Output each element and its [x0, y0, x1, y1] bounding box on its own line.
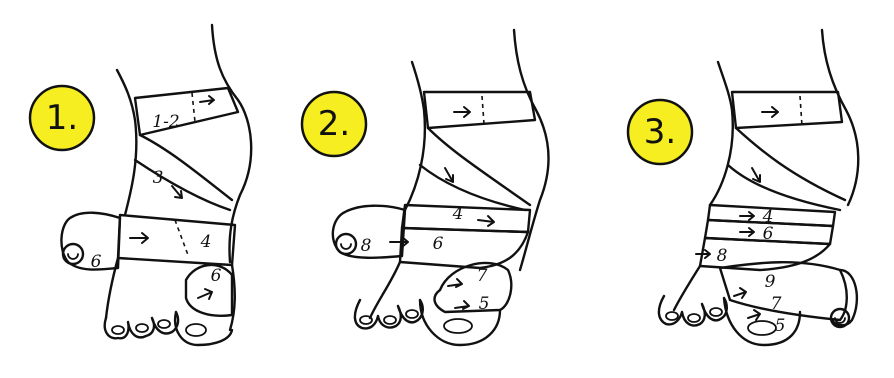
panel-3-label-6: 6	[763, 224, 774, 244]
panel-1-band-3	[135, 135, 232, 210]
panel-1-label-6-roll: 6	[91, 252, 102, 272]
panel-1-label-1-2: 1-2	[152, 112, 179, 132]
panel-2-band-top	[424, 92, 535, 128]
panel-2-label-5: 5	[479, 294, 490, 314]
panel-1-band-1-2	[135, 88, 238, 135]
panel-2-label-8: 8	[361, 236, 372, 256]
panel-1-leg-outline	[117, 25, 251, 262]
panel-2-label-7: 7	[477, 266, 488, 286]
panel-1: 1-2 3 4 6 6 1.	[30, 25, 251, 345]
panel-1-label-3: 3	[153, 168, 164, 188]
panel-3-band-9	[720, 262, 847, 320]
panel-3-band-diag	[728, 128, 845, 210]
panel-3-band-top	[732, 92, 842, 128]
panel-3-label-8: 8	[717, 246, 728, 266]
panel-2: 4 6 8 7 5 2.	[302, 30, 549, 345]
panel-2-toe-wrap	[435, 263, 512, 312]
panel-3: 4 6 8 9 7 5 3.	[628, 30, 858, 345]
panel-1-badge-label: 1.	[46, 98, 78, 138]
panel-2-foot	[370, 262, 400, 318]
panel-2-badge-label: 2.	[318, 104, 350, 144]
panel-3-label-5: 5	[775, 316, 786, 336]
panel-3-badge-label: 3.	[644, 112, 676, 152]
panel-1-label-4: 4	[200, 232, 212, 252]
panel-3-leg-outline	[710, 30, 858, 205]
panel-2-band-diag	[420, 128, 530, 210]
panel-3-foot	[674, 266, 700, 310]
panel-3-label-9: 9	[765, 272, 776, 292]
panel-2-band-6	[400, 228, 528, 268]
panel-3-label-7: 7	[771, 294, 782, 314]
panel-2-label-4: 4	[452, 204, 464, 224]
panel-2-label-6: 6	[433, 234, 444, 254]
panel-1-label-6-toe: 6	[211, 266, 222, 286]
